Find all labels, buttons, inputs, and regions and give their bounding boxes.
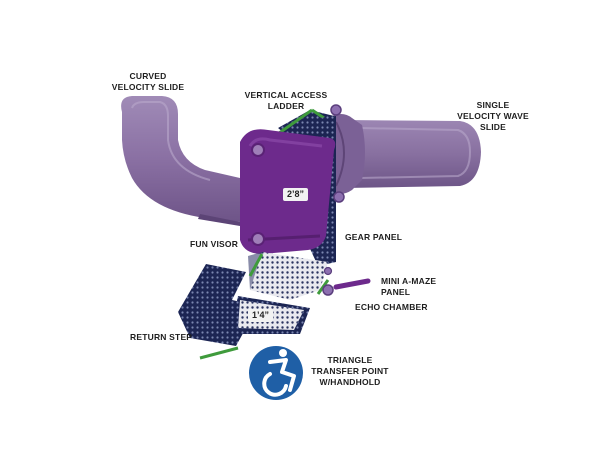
accessibility-icon <box>249 346 303 400</box>
label-return-step: RETURN STEP <box>130 332 193 342</box>
single-velocity-wave-slide <box>328 114 481 194</box>
lower-deck-height-tag: 1’4” <box>248 309 274 322</box>
label-echo-chamber: ECHO CHAMBER <box>355 302 428 312</box>
label-triangle-transfer-point: TRIANGLE TRANSFER POINT W/HANDHOLD <box>311 355 389 387</box>
label-gear-panel: GEAR PANEL <box>345 232 403 242</box>
joint-bolts <box>330 104 345 203</box>
label-fun-visor: FUN VISOR <box>190 239 239 249</box>
label-vertical-access-ladder: VERTICAL ACCESS LADDER <box>244 90 328 111</box>
upper-deck-height-tag: 2’8” <box>283 188 309 201</box>
label-mini-a-maze-panel: MINI A-MAZE PANEL <box>381 276 437 297</box>
handrails <box>199 253 330 360</box>
label-single-velocity-wave-slide: SINGLE VELOCITY WAVE SLIDE <box>457 100 529 132</box>
curved-velocity-slide <box>121 96 240 226</box>
mini-a-maze-panel <box>322 266 371 296</box>
label-curved-velocity-slide: CURVED VELOCITY SLIDE <box>111 71 185 92</box>
